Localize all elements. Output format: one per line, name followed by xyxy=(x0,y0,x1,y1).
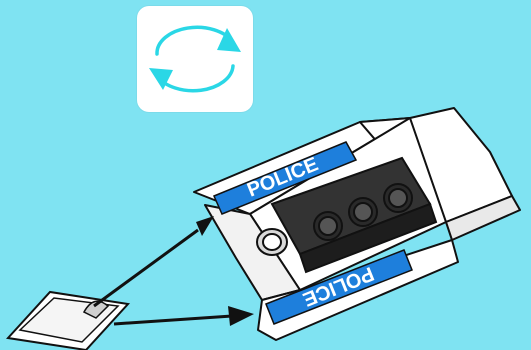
arrow-head-icon xyxy=(196,216,214,236)
arrow-to-top-sticker xyxy=(93,228,199,308)
dark-plate-three-holes xyxy=(270,156,438,274)
rotate-instruction-card xyxy=(137,6,253,112)
sticker-sheet-icon xyxy=(6,290,130,350)
rotate-icon xyxy=(149,25,241,93)
arrow-head-icon xyxy=(228,306,254,326)
arrow-to-bottom-sticker xyxy=(113,314,233,326)
arrows xyxy=(93,216,254,326)
